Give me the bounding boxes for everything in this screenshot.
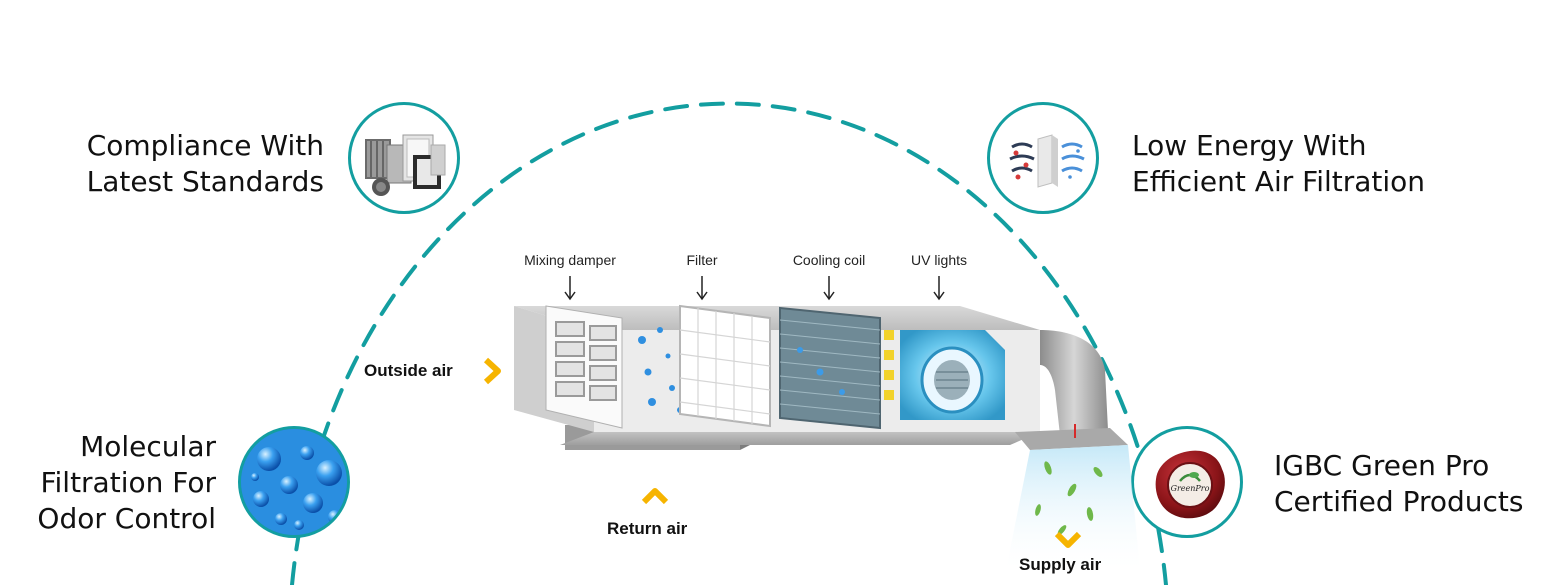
feature-molecular-line1: Molecular bbox=[80, 430, 216, 463]
feature-low-energy: Low Energy With Efficient Air Filtration bbox=[1132, 128, 1425, 200]
feature-igbc: IGBC Green Pro Certified Products bbox=[1274, 448, 1523, 520]
filter-products-icon bbox=[365, 134, 446, 196]
label-mixing-damper: Mixing damper bbox=[524, 252, 616, 268]
badge-igbc: GreenPro bbox=[1131, 426, 1243, 538]
badge-molecular bbox=[238, 426, 350, 538]
feature-compliance: Compliance With Latest Standards bbox=[87, 128, 324, 200]
badge-low-energy bbox=[987, 102, 1099, 214]
label-filter: Filter bbox=[686, 252, 718, 268]
feature-molecular: Molecular Filtration For Odor Control bbox=[37, 429, 216, 537]
greenpro-seal-icon: GreenPro bbox=[1155, 450, 1225, 519]
feature-low-energy-line2: Efficient Air Filtration bbox=[1132, 165, 1426, 198]
label-outside-air: Outside air bbox=[364, 361, 453, 380]
feature-igbc-line1: IGBC Green Pro bbox=[1274, 449, 1490, 482]
feature-molecular-line3: Odor Control bbox=[37, 502, 216, 535]
feature-molecular-line2: Filtration For bbox=[40, 466, 216, 499]
feature-igbc-line2: Certified Products bbox=[1274, 485, 1524, 518]
label-supply-air: Supply air bbox=[1019, 555, 1102, 574]
badge-compliance bbox=[348, 102, 460, 214]
label-cooling-coil: Cooling coil bbox=[792, 252, 866, 268]
feature-compliance-line1: Compliance With bbox=[86, 129, 324, 162]
water-bubbles-icon bbox=[241, 429, 347, 535]
label-uv-lights: UV lights bbox=[910, 252, 968, 268]
air-flow-filter-icon bbox=[1009, 134, 1085, 188]
seal-text: GreenPro bbox=[1171, 484, 1210, 493]
feature-compliance-line2: Latest Standards bbox=[86, 165, 324, 198]
label-return-air: Return air bbox=[607, 519, 688, 538]
air-handling-unit bbox=[483, 276, 1140, 575]
feature-low-energy-line1: Low Energy With bbox=[1132, 129, 1367, 162]
